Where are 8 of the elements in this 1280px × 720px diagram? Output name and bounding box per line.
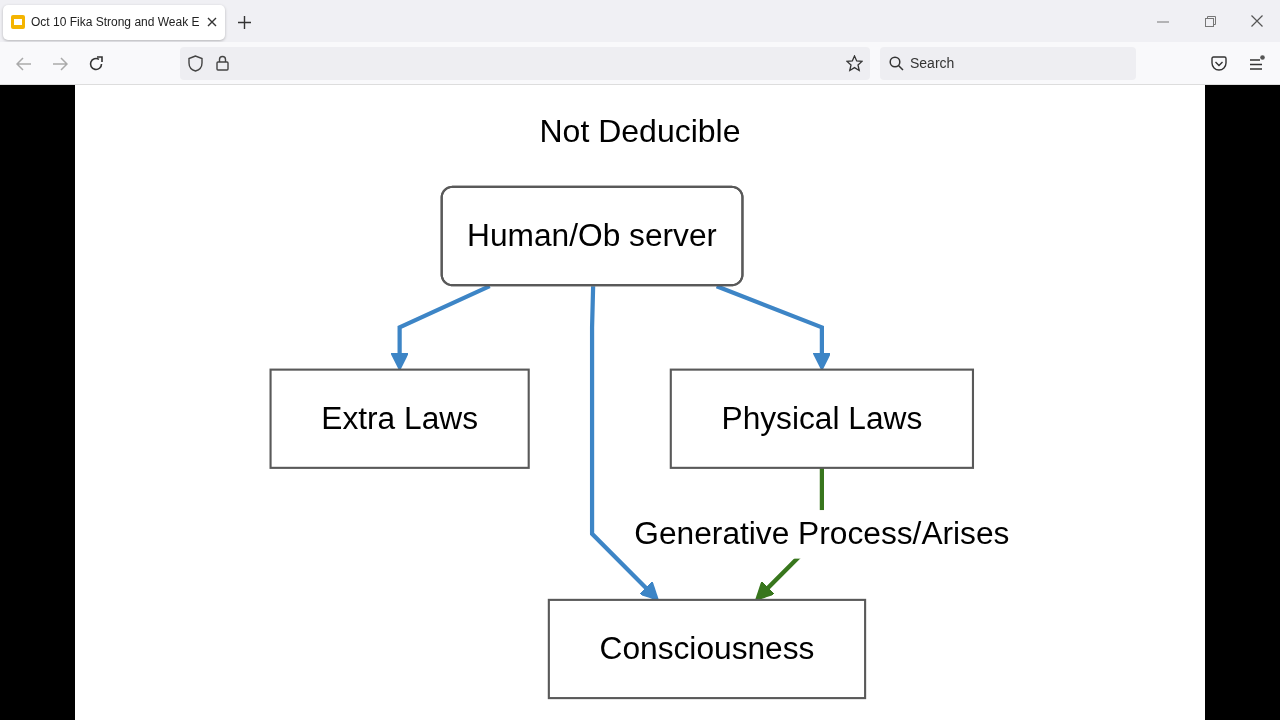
node-box (669, 368, 975, 469)
node-box (547, 598, 867, 700)
tab-title: Oct 10 Fika Strong and Weak E (31, 15, 200, 29)
diagram-title: Not Deducible (538, 113, 742, 150)
search-field: Search (880, 47, 1136, 80)
edge-label: Generative Process/Arises (634, 514, 1010, 551)
slide-background: Not Deducible Human/Ob server Extra Laws Physical Laws Generative Process/Arises Consciousness (75, 85, 1205, 720)
node-box (269, 368, 530, 469)
